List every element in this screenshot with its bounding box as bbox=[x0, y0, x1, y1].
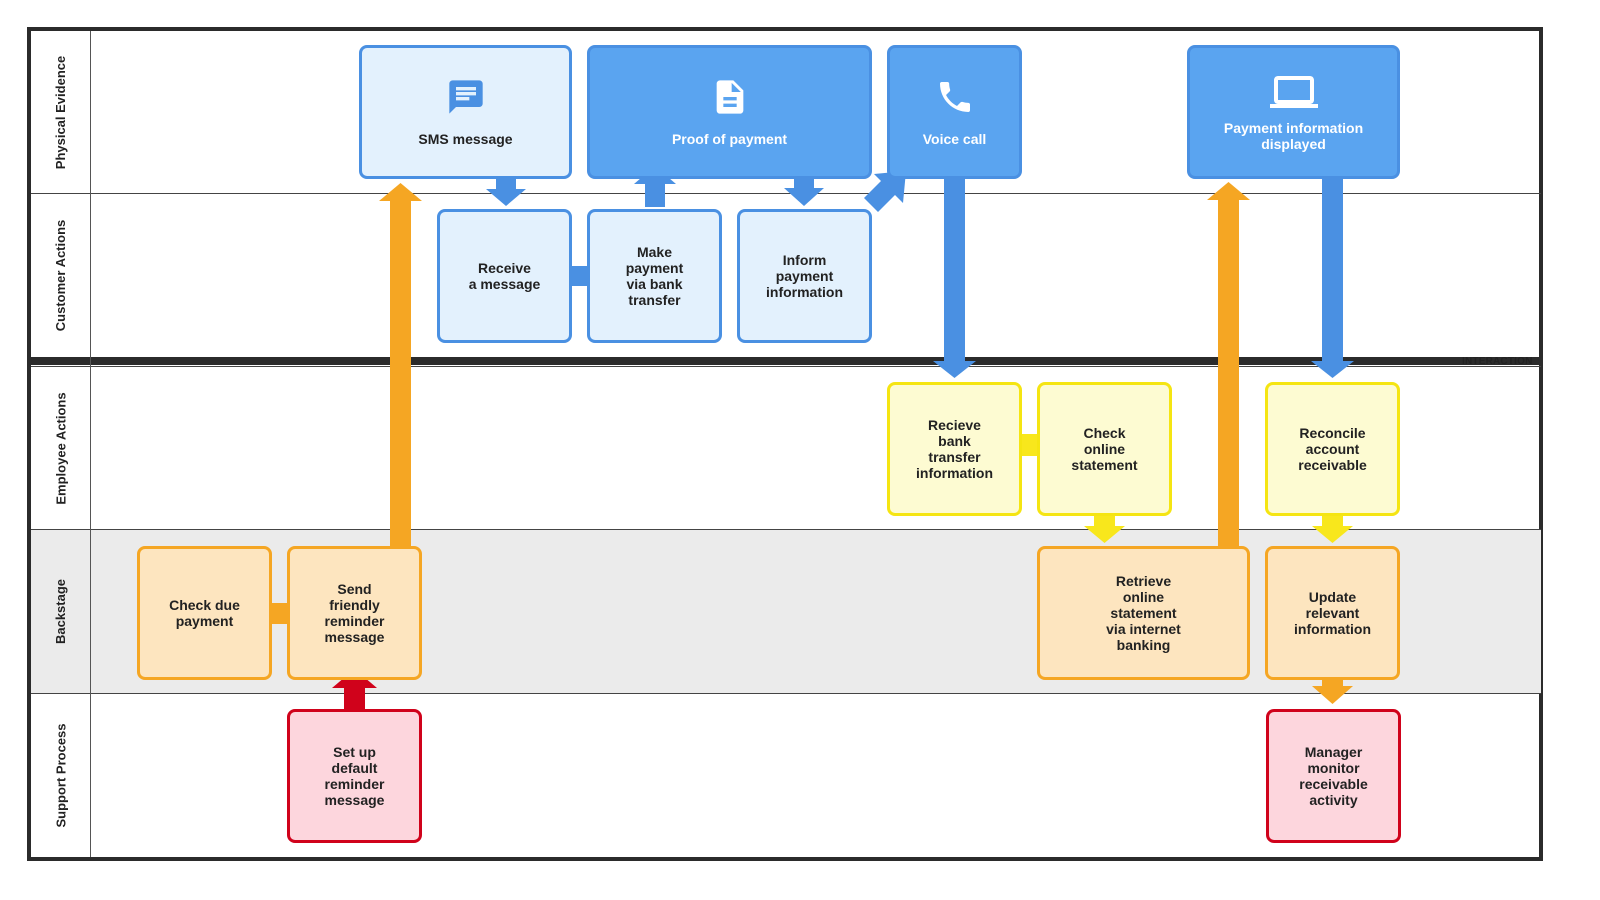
interaction-divider bbox=[31, 357, 1541, 365]
lane-separator bbox=[31, 366, 1541, 367]
receive-message-box[interactable]: Receive a message bbox=[437, 209, 572, 343]
retrieve-statement-label: Retrieve online statement via internet b… bbox=[1106, 573, 1181, 653]
check-online-statement-box[interactable]: Check online statement bbox=[1037, 382, 1172, 516]
lane-separator bbox=[31, 529, 1541, 530]
inform-payment-label: Inform payment information bbox=[766, 252, 843, 300]
retrieve-statement-box[interactable]: Retrieve online statement via internet b… bbox=[1037, 546, 1250, 680]
phone-icon bbox=[939, 82, 970, 112]
laptop-icon bbox=[1269, 76, 1318, 108]
proof-of-payment-label: Proof of payment bbox=[671, 131, 788, 147]
manager-monitor-box[interactable]: Manager monitor receivable activity bbox=[1266, 709, 1401, 843]
sms-message-label: SMS message bbox=[418, 131, 513, 147]
recieve-bank-transfer-box[interactable]: Recieve bank transfer information bbox=[887, 382, 1022, 516]
make-payment-box[interactable]: Make payment via bank transfer bbox=[587, 209, 722, 343]
arrow-inform-to-voice bbox=[864, 171, 906, 212]
arrow-voice-to-recieve-bank bbox=[933, 172, 976, 378]
document-icon bbox=[716, 80, 743, 114]
manager-monitor-label: Manager monitor receivable activity bbox=[1299, 744, 1368, 808]
arrow-payment-info-to-reconcile bbox=[1311, 172, 1354, 378]
inform-payment-box[interactable]: Inform payment information bbox=[737, 209, 872, 343]
voice-call-label: Voice call bbox=[922, 131, 987, 147]
lane-separator bbox=[31, 693, 1541, 694]
payment-information-label: Payment information displayed bbox=[1223, 120, 1364, 152]
update-information-box[interactable]: Update relevant information bbox=[1265, 546, 1400, 680]
check-due-payment-box[interactable]: Check due payment bbox=[137, 546, 272, 680]
voice-call-box[interactable]: Voice call bbox=[887, 45, 1022, 179]
recieve-bank-transfer-label: Recieve bank transfer information bbox=[916, 417, 993, 481]
lane-separator bbox=[31, 193, 1541, 194]
lane-label-column bbox=[31, 31, 91, 857]
send-reminder-label: Send friendly reminder message bbox=[324, 581, 385, 645]
send-reminder-box[interactable]: Send friendly reminder message bbox=[287, 546, 422, 680]
check-due-payment-label: Check due payment bbox=[169, 597, 240, 629]
sms-message-box[interactable]: SMS message bbox=[359, 45, 572, 179]
update-information-label: Update relevant information bbox=[1294, 589, 1371, 637]
setup-reminder-label: Set up default reminder message bbox=[324, 744, 385, 808]
make-payment-label: Make payment via bank transfer bbox=[625, 244, 684, 308]
payment-information-box[interactable]: Payment information displayed bbox=[1187, 45, 1400, 179]
proof-of-payment-box[interactable]: Proof of payment bbox=[587, 45, 872, 179]
arrow-send-to-sms bbox=[379, 183, 422, 557]
receive-message-label: Receive a message bbox=[468, 260, 541, 292]
interaction-label: INTERACTION bbox=[1462, 356, 1533, 367]
reconcile-account-label: Reconcile account receivable bbox=[1298, 425, 1367, 473]
check-online-statement-label: Check online statement bbox=[1071, 425, 1138, 473]
arrow-retrieve-to-payment-info bbox=[1207, 182, 1250, 557]
message-icon bbox=[448, 80, 483, 114]
setup-reminder-box[interactable]: Set up default reminder message bbox=[287, 709, 422, 843]
reconcile-account-box[interactable]: Reconcile account receivable bbox=[1265, 382, 1400, 516]
